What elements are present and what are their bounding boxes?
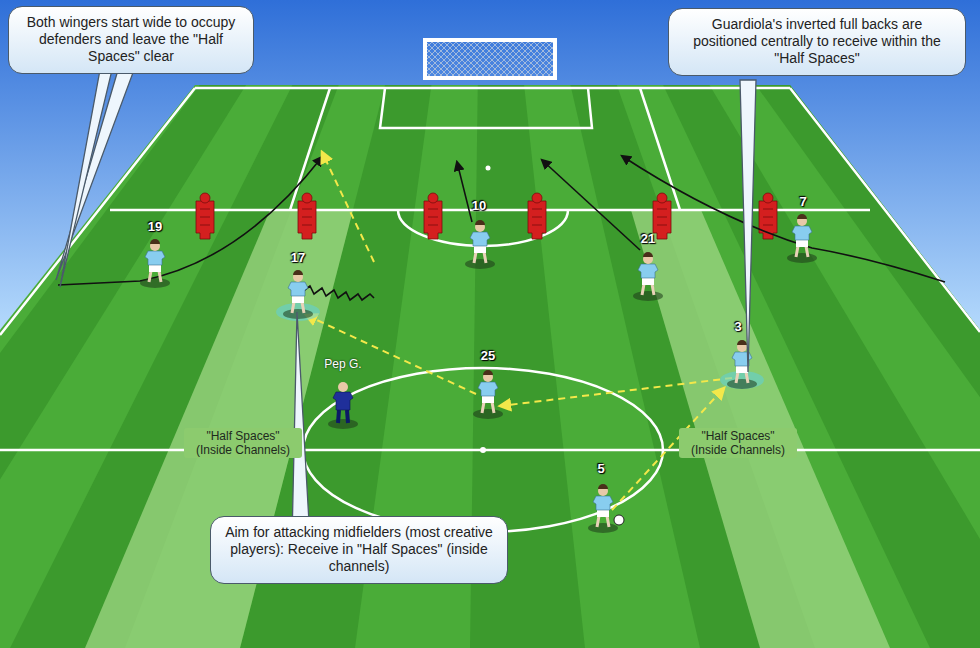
- player-number: 5: [597, 461, 604, 476]
- grass-stripe: [483, 0, 980, 648]
- grass-stripe: [483, 0, 980, 648]
- grass-stripe: [483, 0, 980, 648]
- grass-stripe: [483, 0, 980, 648]
- player-number: 7: [799, 194, 806, 209]
- player-number: 19: [148, 219, 162, 234]
- player-number: 21: [641, 231, 655, 246]
- callout-text: Both wingers start wide to occupy defend…: [19, 14, 243, 65]
- callout-text: Aim for attacking midfielders (most crea…: [221, 524, 497, 575]
- coach-label: Pep G.: [324, 357, 361, 371]
- grass-stripe: [483, 0, 980, 648]
- player-number: 3: [734, 319, 741, 334]
- callout-box: Aim for attacking midfielders (most crea…: [210, 516, 508, 584]
- callout-text: Guardiola's inverted full backs are posi…: [679, 16, 955, 67]
- zone-label: "Half Spaces" (Inside Channels): [184, 428, 302, 458]
- grass-stripe: [483, 0, 980, 648]
- callout-box: Guardiola's inverted full backs are posi…: [668, 8, 966, 76]
- player-number: 10: [472, 198, 486, 213]
- player-number: 17: [291, 250, 305, 265]
- grass-stripe: [483, 0, 980, 648]
- callout-box: Both wingers start wide to occupy defend…: [8, 6, 254, 74]
- grass-stripe: [483, 0, 980, 648]
- zone-label: "Half Spaces" (Inside Channels): [679, 428, 797, 458]
- player-number: 25: [481, 348, 495, 363]
